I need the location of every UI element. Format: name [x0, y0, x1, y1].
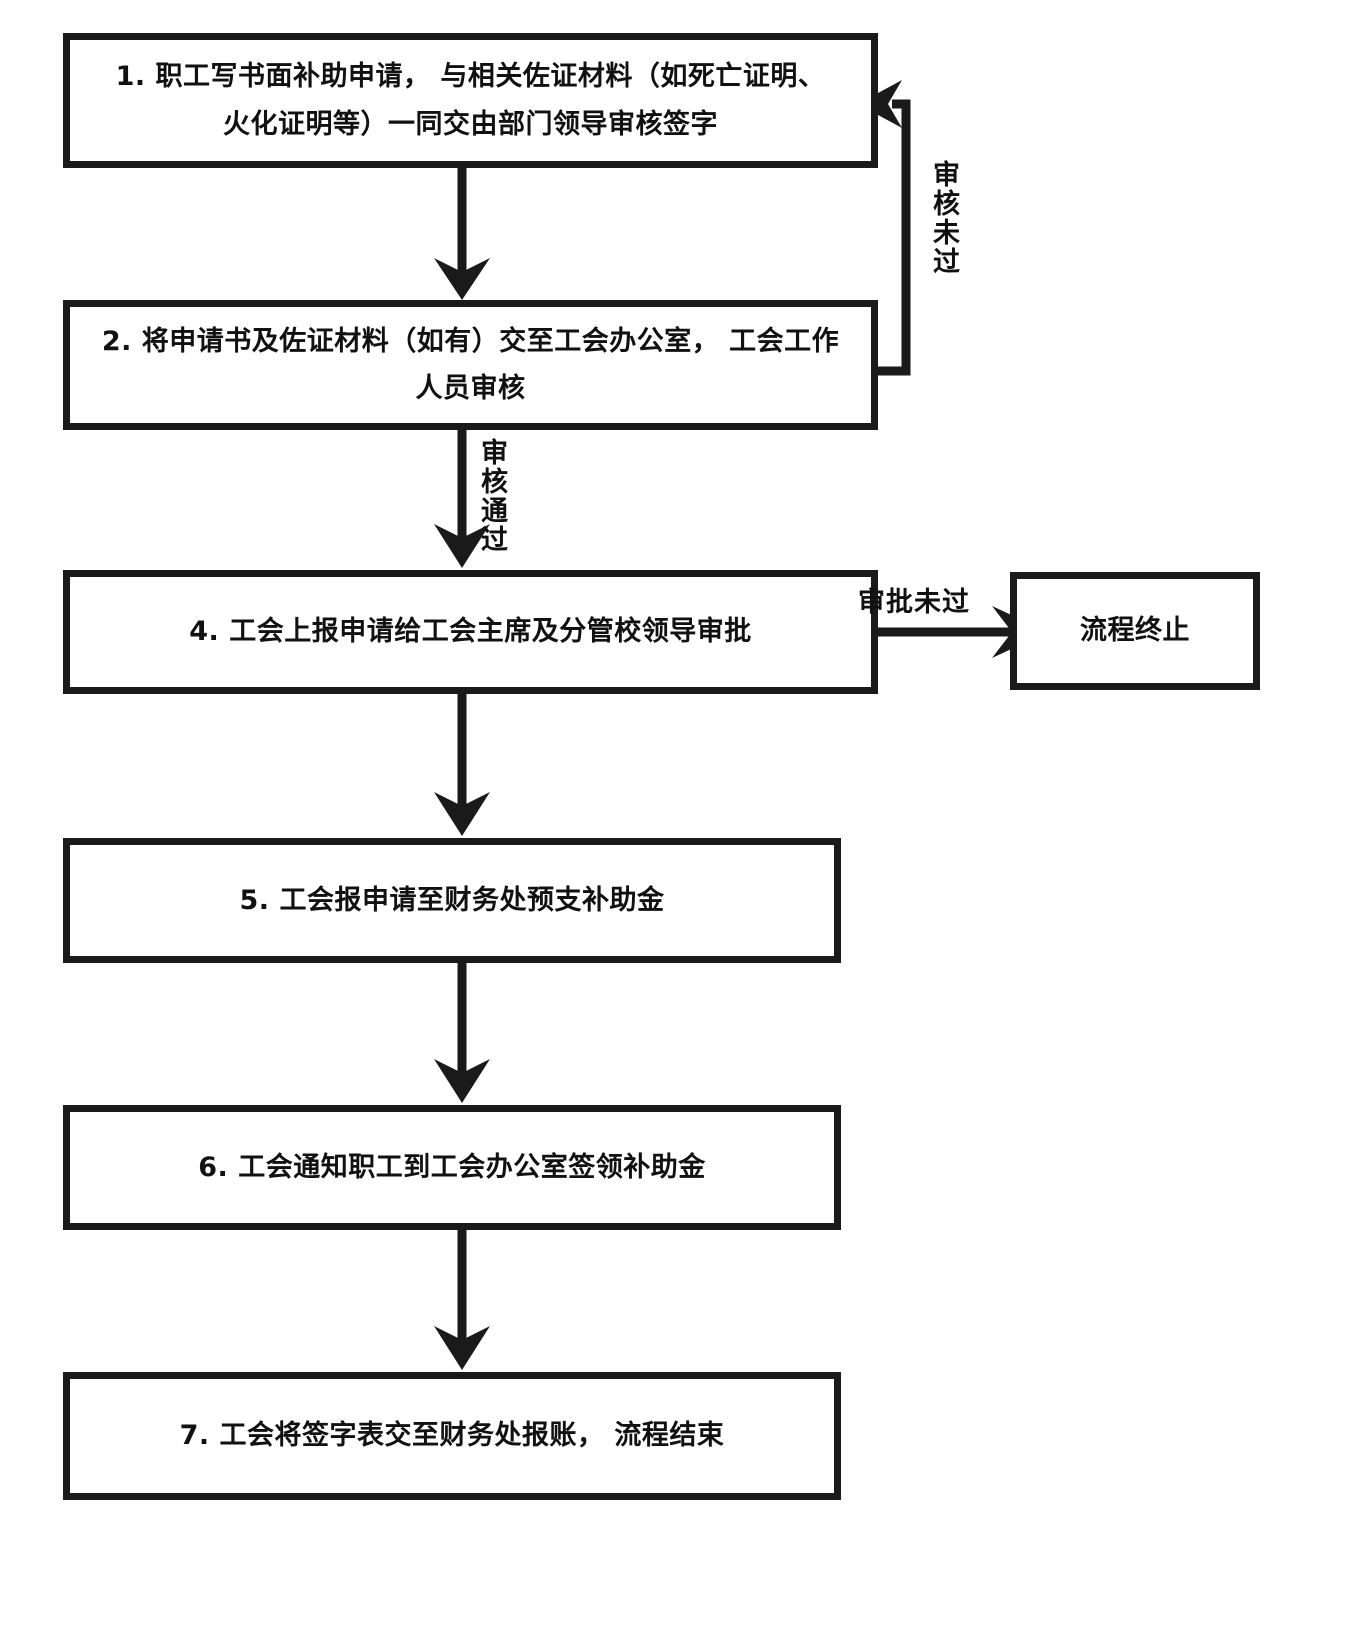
flow-node-step2[interactable]: 2. 将申请书及佐证材料（如有）交至工会办公室， 工会工作 人员审核 [63, 300, 878, 430]
flow-node-step6[interactable]: 6. 工会通知职工到工会办公室签领补助金 [63, 1105, 841, 1230]
flow-node-step1[interactable]: 1. 职工写书面补助申请， 与相关佐证材料（如死亡证明、 火化证明等）一同交由部… [63, 33, 878, 168]
edge-step6-step7 [434, 1230, 490, 1370]
flow-node-step1-label: 1. 职工写书面补助申请， 与相关佐证材料（如死亡证明、 火化证明等）一同交由部… [115, 61, 826, 140]
flow-node-terminate[interactable]: 流程终止 [1010, 572, 1260, 690]
flow-node-step7[interactable]: 7. 工会将签字表交至财务处报账， 流程结束 [63, 1372, 841, 1500]
edge-label-review-passed: 审核通过 [476, 438, 507, 554]
flow-node-step6-label: 6. 工会通知职工到工会办公室签领补助金 [198, 1151, 706, 1183]
edge-step4-step5 [434, 694, 490, 836]
flow-node-step2-label: 2. 将申请书及佐证材料（如有）交至工会办公室， 工会工作 人员审核 [101, 325, 840, 404]
flow-node-terminate-label: 流程终止 [1080, 615, 1190, 647]
flow-node-step5-label: 5. 工会报申请至财务处预支补助金 [239, 884, 665, 916]
flow-node-step4[interactable]: 4. 工会上报申请给工会主席及分管校领导审批 [63, 570, 878, 694]
edge-label-review-failed: 审核未过 [928, 160, 959, 276]
edge-step1-step2 [434, 168, 490, 300]
edge-label-approval-failed: 审批未过 [858, 587, 970, 618]
flow-node-step4-label: 4. 工会上报申请给工会主席及分管校领导审批 [189, 616, 752, 648]
edge-step5-step6 [434, 963, 490, 1103]
flow-node-step5[interactable]: 5. 工会报申请至财务处预支补助金 [63, 838, 841, 963]
flow-node-step7-label: 7. 工会将签字表交至财务处报账， 流程结束 [179, 1420, 725, 1452]
